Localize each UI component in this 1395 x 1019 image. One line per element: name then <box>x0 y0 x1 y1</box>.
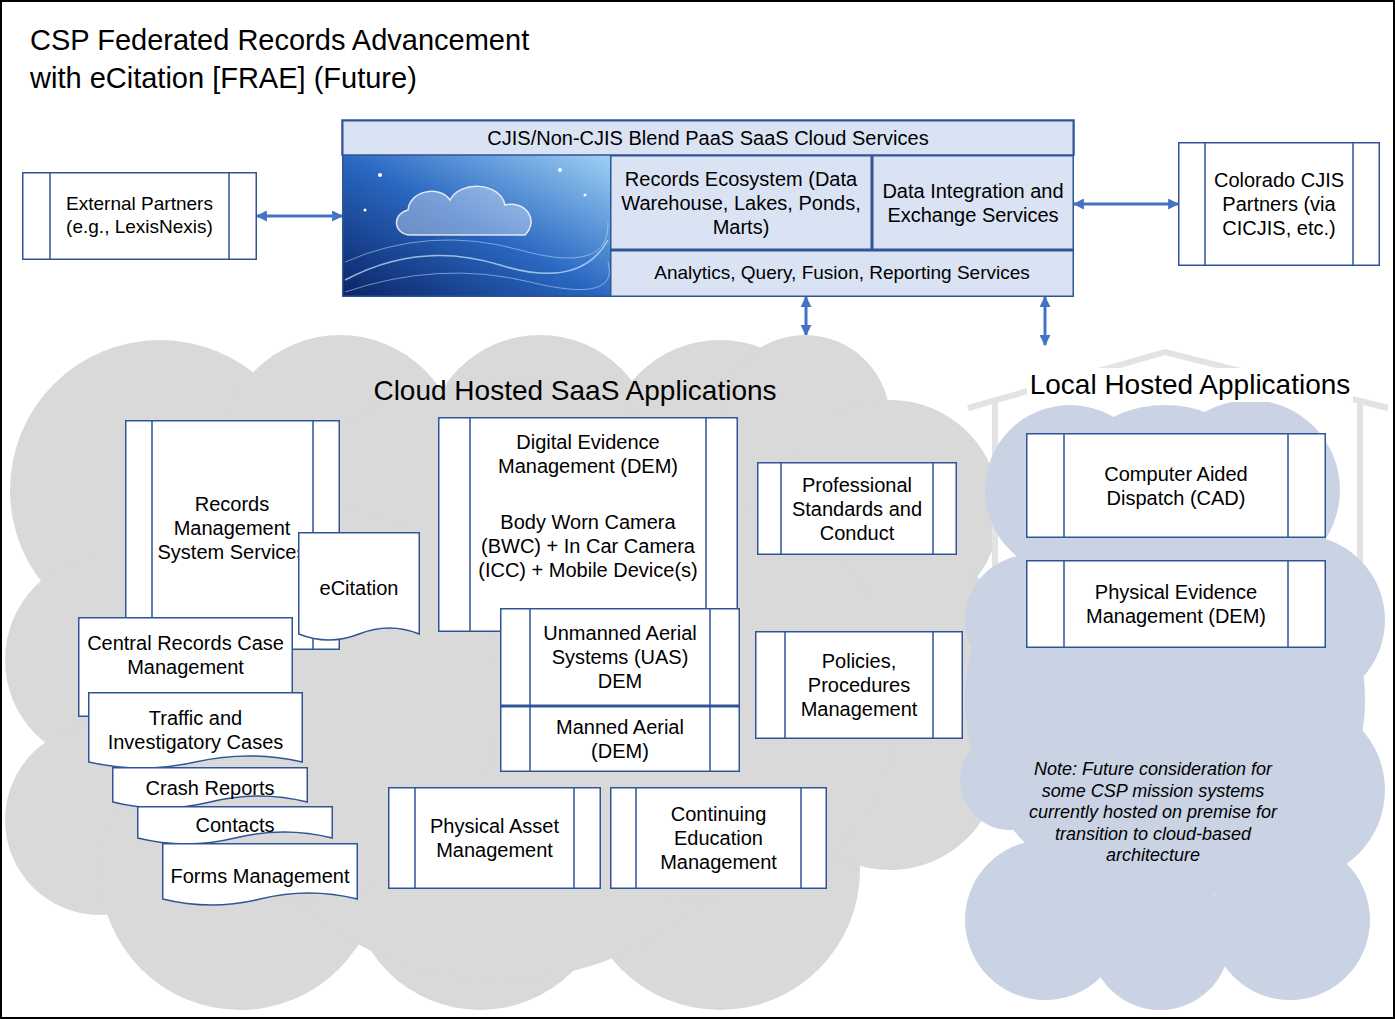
node-label: Manned Aerial (DEM) <box>535 715 705 763</box>
node-label: Unmanned Aerial Systems (UAS) DEM <box>535 621 705 693</box>
service-band: Analytics, Query, Fusion, Reporting Serv… <box>610 250 1074 297</box>
process-box: Digital Evidence Management (DEM) Body Wo… <box>438 417 738 632</box>
node-label: Physical Evidence Management (DEM) <box>1069 580 1283 628</box>
text-region: Unmanned Aerial Systems (UAS) DEM <box>535 610 705 704</box>
node-label: Traffic and Investigatory Cases <box>94 706 297 754</box>
node-label: Records Management System Services <box>157 492 307 564</box>
process-box: Physical Evidence Management (DEM) <box>1026 560 1326 648</box>
node-label: Central Records Case Management <box>84 631 287 679</box>
node-label: Computer Aided Dispatch (CAD) <box>1069 462 1283 510</box>
text-region: Manned Aerial (DEM) <box>535 708 705 770</box>
text-region: Colorado CJIS Partners (via CICJIS, etc.… <box>1210 144 1348 264</box>
node-label: Note: Future consideration for some CSP … <box>1026 759 1280 867</box>
node-label: Continuing Education Management <box>641 802 796 874</box>
local-region: Local Hosted ApplicationsNote: Future co… <box>960 345 1390 1010</box>
text-region: External Partners (e.g., LexisNexis) <box>55 174 224 258</box>
node-outline <box>1026 560 1326 648</box>
text-region: Crash Reports <box>118 768 302 807</box>
node-label: Physical Asset Management <box>420 814 569 862</box>
service-box: Data Integration and Exchange Services <box>872 155 1074 250</box>
node-label: Analytics, Query, Fusion, Reporting Serv… <box>654 262 1030 285</box>
text-region: Professional Standards and Conduct <box>786 464 928 553</box>
connector-arrow <box>1074 203 1178 206</box>
connector-arrow <box>1044 297 1047 345</box>
process-box: Physical Asset Management <box>388 787 601 889</box>
node-label: Local Hosted Applications <box>1027 368 1354 402</box>
node-label: Records Ecosystem (Data Warehouse, Lakes… <box>615 167 867 239</box>
node-label: Contacts <box>196 813 275 837</box>
process-box: Manned Aerial (DEM) <box>500 706 740 772</box>
text-region: Traffic and Investigatory Cases <box>94 695 297 765</box>
text-region: CJIS/Non-CJIS Blend PaaS SaaS Cloud Serv… <box>342 120 1074 155</box>
text-region: Continuing Education Management <box>641 789 796 887</box>
node-outline <box>388 787 601 889</box>
text-region: Data Integration and Exchange Services <box>877 157 1069 248</box>
process-box: Policies, Procedures Management <box>755 631 963 739</box>
text-region: Analytics, Query, Fusion, Reporting Serv… <box>615 252 1069 295</box>
cloud-illustration <box>342 155 610 297</box>
partner-box: External Partners (e.g., LexisNexis) <box>22 172 257 260</box>
text-region: Local Hosted Applications <box>990 365 1390 405</box>
text-region: Physical Asset Management <box>420 789 569 887</box>
node-label: Cloud Hosted SaaS Applications <box>373 374 776 408</box>
connector-arrow <box>805 297 808 335</box>
node-label: Data Integration and Exchange Services <box>877 179 1069 227</box>
node-label: eCitation <box>320 576 399 600</box>
text-region: Physical Evidence Management (DEM) <box>1069 562 1283 646</box>
text-region: Digital Evidence Management (DEM) <box>474 423 702 485</box>
node-outline <box>1026 433 1326 538</box>
service-box: Records Ecosystem (Data Warehouse, Lakes… <box>610 155 872 250</box>
node-label: Crash Reports <box>146 776 275 800</box>
text-region: Note: Future consideration for some CSP … <box>1026 743 1280 883</box>
node-label: Forms Management <box>171 864 350 888</box>
process-box: Professional Standards and Conduct <box>757 462 957 555</box>
connector-arrow <box>257 215 342 218</box>
document-shape: Forms Management <box>162 843 358 909</box>
text-region: Contacts <box>143 807 327 843</box>
document-shape: eCitation <box>298 532 420 644</box>
document-shape: Traffic and Investigatory Cases <box>88 692 303 772</box>
process-box: Unmanned Aerial Systems (UAS) DEM <box>500 608 740 706</box>
diagram-title: CSP Federated Records Advancement with e… <box>30 22 560 97</box>
text-region: Computer Aided Dispatch (CAD) <box>1069 435 1283 536</box>
node-label: Professional Standards and Conduct <box>786 473 928 545</box>
cloud-region: Cloud Hosted SaaS ApplicationsRecords Ma… <box>5 335 1000 1010</box>
node-label: Digital Evidence Management (DEM) <box>474 430 702 478</box>
text-region: eCitation <box>303 534 415 642</box>
text-region: Body Worn Camera (BWC) + In Car Camera (… <box>474 489 702 603</box>
process-box: Computer Aided Dispatch (CAD) <box>1026 433 1326 538</box>
node-label: External Partners (e.g., LexisNexis) <box>55 193 224 239</box>
process-box: Continuing Education Management <box>610 787 827 889</box>
cloud-services-panel: CJIS/Non-CJIS Blend PaaS SaaS Cloud Serv… <box>342 120 1074 297</box>
text-region: Records Ecosystem (Data Warehouse, Lakes… <box>615 157 867 248</box>
text-region: Central Records Case Management <box>84 620 287 690</box>
partner-box: Colorado CJIS Partners (via CICJIS, etc.… <box>1178 142 1380 266</box>
text-region: Cloud Hosted SaaS Applications <box>335 370 815 412</box>
node-label: Body Worn Camera (BWC) + In Car Camera (… <box>474 510 702 582</box>
text-region: Policies, Procedures Management <box>790 633 928 737</box>
node-outline <box>872 155 1074 250</box>
node-label: Policies, Procedures Management <box>790 649 928 721</box>
node-outline <box>500 706 740 772</box>
document-shape: Crash Reports <box>112 767 308 812</box>
node-label: Colorado CJIS Partners (via CICJIS, etc.… <box>1210 168 1348 240</box>
document-shape: Contacts <box>137 806 333 848</box>
node-label: CJIS/Non-CJIS Blend PaaS SaaS Cloud Serv… <box>487 126 928 150</box>
text-region: Forms Management <box>167 845 353 907</box>
text-region: Records Management System Services <box>157 460 307 595</box>
